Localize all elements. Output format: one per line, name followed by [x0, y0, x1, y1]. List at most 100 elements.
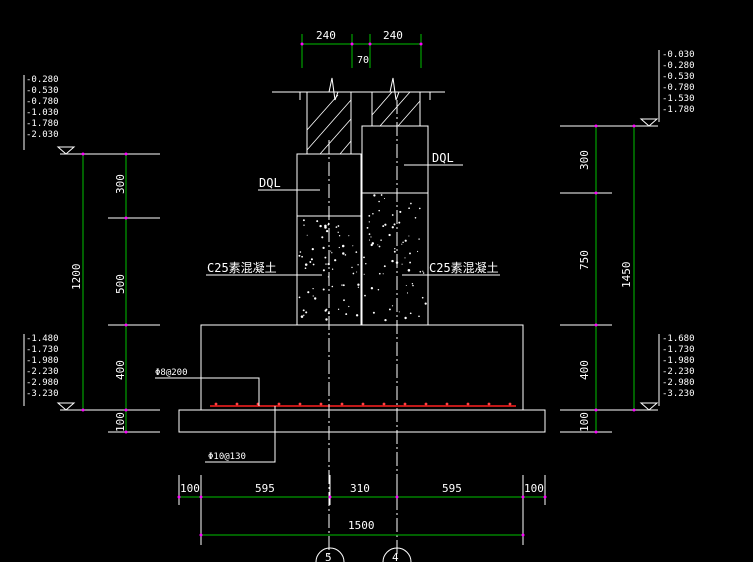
- concrete-aggregate-dot: [330, 250, 332, 252]
- concrete-aggregate-dot: [325, 229, 329, 233]
- concrete-aggregate-dot: [398, 221, 401, 224]
- svg-text:-1.780: -1.780: [662, 105, 695, 115]
- concrete-aggregate-dot: [418, 238, 420, 240]
- concrete-aggregate-dot: [341, 244, 345, 248]
- concrete-aggregate-dot: [378, 272, 381, 275]
- concrete-aggregate-dot: [372, 311, 375, 314]
- svg-text:-0.030: -0.030: [662, 50, 695, 60]
- concrete-aggregate-dot: [393, 250, 396, 253]
- concrete-speckle: [298, 194, 427, 322]
- concrete-aggregate-dot: [357, 283, 360, 286]
- concrete-aggregate-dot: [300, 315, 304, 318]
- concrete-aggregate-dot: [401, 263, 403, 265]
- concrete-aggregate-dot: [304, 263, 308, 266]
- rebar-dot: [487, 402, 491, 406]
- concrete-aggregate-dot: [345, 313, 348, 316]
- concrete-aggregate-dot: [380, 239, 382, 241]
- svg-text:-1.530: -1.530: [662, 94, 695, 104]
- svg-text:-1.980: -1.980: [662, 356, 695, 366]
- concrete-aggregate-dot: [352, 272, 355, 275]
- concrete-aggregate-dot: [384, 223, 387, 226]
- dim-left-400: 400: [114, 360, 127, 380]
- concrete-aggregate-dot: [391, 305, 394, 307]
- concrete-aggregate-dot: [305, 311, 308, 314]
- svg-text:-1.730: -1.730: [662, 345, 695, 355]
- concrete-aggregate-dot: [407, 269, 411, 272]
- concrete-aggregate-dot: [402, 241, 404, 244]
- concrete-aggregate-dot: [337, 225, 340, 227]
- rebar-dot: [445, 402, 449, 406]
- concrete-aggregate-dot: [384, 318, 387, 322]
- concrete-aggregate-dot: [344, 254, 347, 256]
- rebar-dot: [382, 402, 386, 406]
- dim-bottom-595-left: 595: [255, 482, 275, 495]
- concrete-aggregate-dot: [322, 288, 325, 291]
- concrete-aggregate-dot: [401, 243, 403, 245]
- rebar-dots: [214, 402, 512, 406]
- concrete-aggregate-dot: [409, 252, 411, 255]
- concrete-aggregate-dot: [414, 217, 417, 219]
- svg-text:-3.230: -3.230: [26, 389, 59, 399]
- concrete-aggregate-dot: [348, 305, 350, 308]
- dim-gap: 70: [357, 55, 369, 66]
- axis-bubble-left: [315, 547, 345, 562]
- concrete-aggregate-dot: [422, 272, 425, 274]
- concrete-aggregate-dot: [357, 286, 360, 288]
- concrete-aggregate-dot: [370, 287, 374, 290]
- concrete-aggregate-dot: [312, 263, 315, 266]
- concrete-aggregate-dot: [306, 234, 308, 236]
- concrete-aggregate-dot: [331, 268, 334, 270]
- svg-text:-1.480: -1.480: [26, 334, 59, 344]
- dim-right-300: 300: [578, 150, 591, 170]
- concrete-aggregate-dot: [302, 219, 305, 222]
- concrete-aggregate-dot: [377, 244, 379, 246]
- concrete-aggregate-dot: [391, 214, 394, 216]
- concrete-aggregate-dot: [409, 261, 412, 264]
- concrete-aggregate-dot: [322, 269, 325, 272]
- concrete-aggregate-dot: [304, 267, 307, 270]
- concrete-aggregate-dot: [341, 284, 343, 286]
- concrete-aggregate-dot: [348, 235, 350, 237]
- axis-label-left: 5: [325, 551, 332, 562]
- svg-text:-2.230: -2.230: [662, 367, 695, 377]
- concrete-aggregate-dot: [301, 255, 303, 258]
- right-levels-bottom: -1.680 -1.730 -1.980 -2.230 -2.980 -3.23…: [662, 334, 695, 399]
- rebar-dot: [508, 402, 512, 406]
- concrete-aggregate-dot: [382, 273, 384, 275]
- concrete-aggregate-dot: [393, 223, 396, 226]
- concrete-aggregate-dot: [380, 194, 383, 196]
- concrete-aggregate-dot: [314, 297, 317, 300]
- svg-text:-1.780: -1.780: [26, 119, 59, 129]
- concrete-aggregate-dot: [303, 224, 305, 226]
- svg-text:-1.680: -1.680: [662, 334, 695, 344]
- svg-text:-1.980: -1.980: [26, 356, 59, 366]
- concrete-aggregate-dot: [417, 250, 419, 253]
- concrete-aggregate-dot: [418, 207, 421, 210]
- concrete-aggregate-dot: [405, 284, 407, 287]
- svg-text:-0.280: -0.280: [26, 75, 59, 85]
- concrete-aggregate-dot: [388, 308, 391, 311]
- svg-text:-2.030: -2.030: [26, 130, 59, 140]
- concrete-aggregate-dot: [378, 200, 380, 203]
- rebar-dot: [403, 402, 407, 406]
- concrete-aggregate-dot: [363, 273, 365, 275]
- concrete-aggregate-dot: [325, 318, 328, 321]
- concrete-aggregate-dot: [337, 308, 340, 310]
- svg-text:-2.980: -2.980: [662, 378, 695, 388]
- dim-bottom-total: 1500: [348, 519, 375, 532]
- concrete-aggregate-dot: [368, 221, 370, 223]
- dim-wall-left: 240: [316, 29, 336, 42]
- svg-text:-1.730: -1.730: [26, 345, 59, 355]
- dim-left-300: 300: [114, 174, 127, 194]
- dim-wall-right: 240: [383, 29, 403, 42]
- concrete-aggregate-dot: [303, 314, 305, 316]
- concrete-aggregate-dot: [351, 266, 353, 269]
- rebar-dot: [424, 402, 428, 406]
- concrete-aggregate-dot: [383, 265, 386, 268]
- concrete-aggregate-dot: [335, 226, 338, 228]
- concrete-aggregate-dot: [378, 209, 380, 212]
- rebar-dot: [319, 402, 323, 406]
- label-concrete-right: C25素混凝土: [429, 260, 499, 275]
- concrete-aggregate-dot: [338, 235, 341, 237]
